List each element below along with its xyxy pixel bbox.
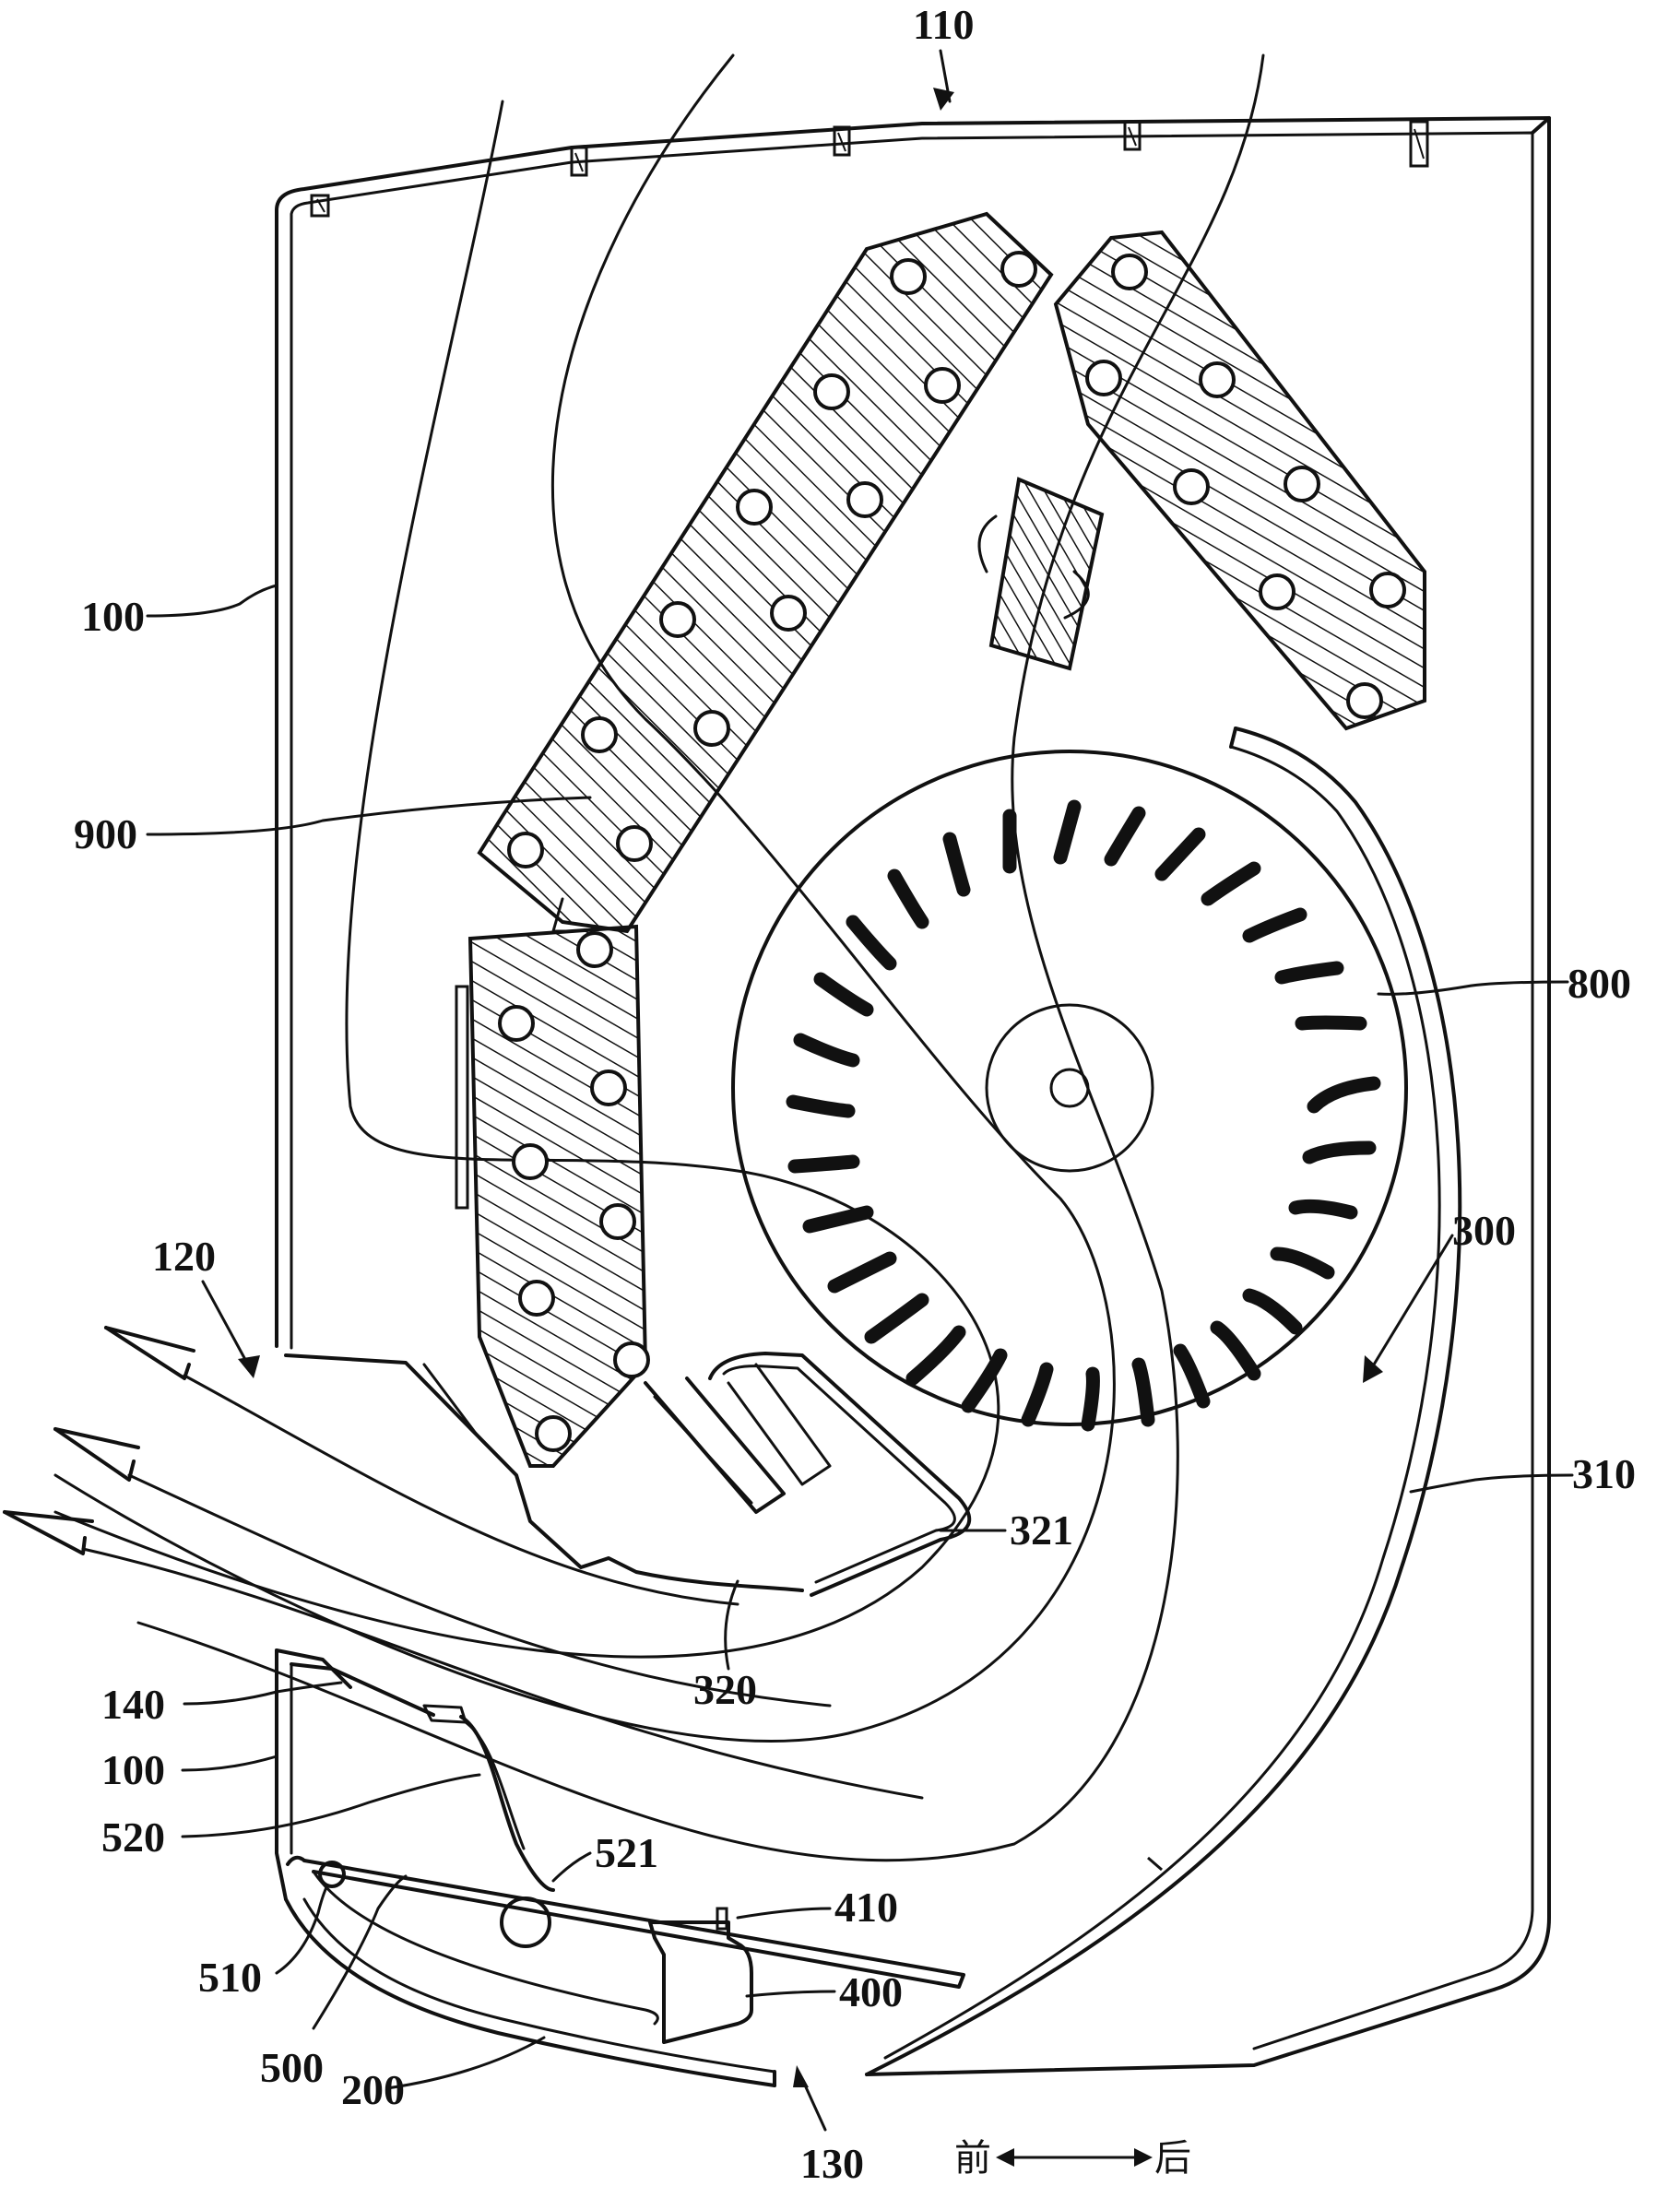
outlet-lower-frame [275,1648,467,1901]
direction-indicator: 前 后 [954,2137,1191,2180]
label-321: 321 [1010,1507,1073,1554]
fan-blades [786,799,1381,1432]
refrigerant-tubes [498,251,1406,1452]
motor-block [977,477,1105,671]
volute-tongue-320 [284,1352,972,1597]
label-200: 200 [341,2066,405,2113]
leader-lines [146,49,1574,2132]
label-100-lower: 100 [101,1746,165,1793]
label-800: 800 [1568,960,1631,1007]
deflector-500 [286,1855,965,2026]
heat-exchanger-right [1053,230,1426,731]
heat-exchanger-upper [477,211,1054,934]
label-500: 500 [260,2044,324,2091]
label-100-upper: 100 [81,593,145,640]
direction-front: 前 [954,2137,991,2180]
label-900: 900 [74,810,137,857]
volute-310 [865,727,1462,2076]
label-520: 520 [101,1814,165,1861]
top-grille [310,120,1429,218]
label-410: 410 [834,1884,898,1931]
direction-back: 后 [1154,2137,1191,2180]
label-310: 310 [1572,1450,1636,1497]
outlet-airflow-arrows [3,1326,924,1800]
heat-exchanger-lower [455,924,648,1468]
label-140: 140 [101,1681,165,1728]
panel-200 [284,1897,776,2087]
label-521: 521 [595,1829,658,1876]
fan-800 [731,750,1408,1432]
label-110: 110 [913,1,974,48]
label-400: 400 [839,1968,903,2015]
actuator-400 [648,1907,753,2044]
flexible-part-520 [459,1715,555,1892]
label-510: 510 [198,1954,262,2001]
reference-labels: 110 100 900 800 120 300 310 321 320 140 … [74,1,1636,2186]
casing-outline [275,116,1551,2076]
label-130: 130 [800,2140,864,2186]
label-320: 320 [693,1666,757,1713]
label-300: 300 [1452,1207,1516,1254]
label-120: 120 [152,1233,216,1280]
